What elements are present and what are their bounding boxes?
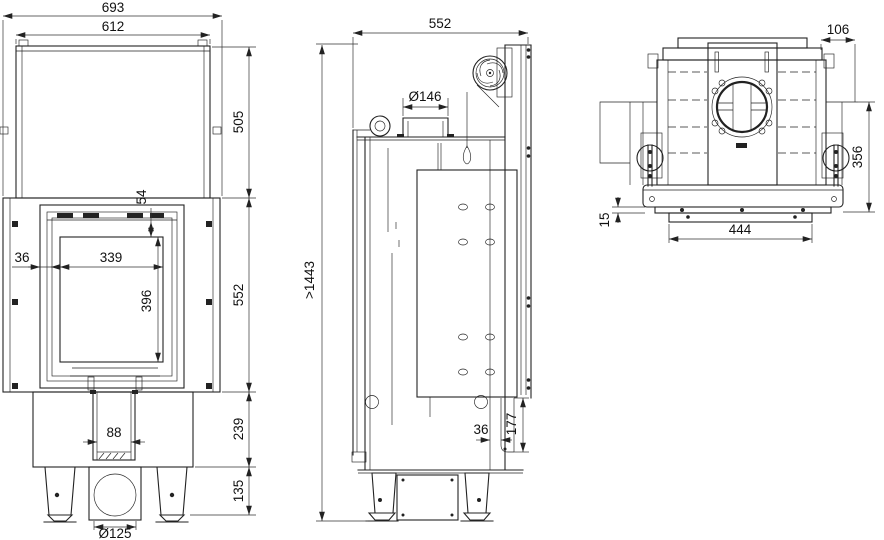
side-lug-icon xyxy=(823,53,835,69)
rear-body xyxy=(599,37,858,186)
rating-plate-icon xyxy=(736,143,747,148)
air-inlet-circle xyxy=(93,473,137,517)
side-rear-panel xyxy=(500,44,532,471)
glass-pane xyxy=(59,236,164,363)
front-fascia-frame xyxy=(2,197,221,393)
front-casing xyxy=(0,39,222,199)
front-dimensions: 693 612 505 552 239 135 54 36 xyxy=(2,0,256,540)
front-legs xyxy=(43,466,189,523)
dim-front-glass-height: 396 xyxy=(139,290,154,313)
front-door xyxy=(39,204,185,391)
side-base xyxy=(357,469,524,522)
dim-front-leg-height: 135 xyxy=(231,480,246,503)
left-pulley-icon xyxy=(636,132,664,187)
dim-front-casing-height: 505 xyxy=(231,111,246,134)
wall-lug-icon xyxy=(212,126,222,135)
dim-front-glass-width: 339 xyxy=(100,250,123,265)
dim-rear-top-offset: 106 xyxy=(827,22,850,37)
side-lug-icon xyxy=(647,53,659,69)
side-view: 552 Ø146 >1443 36 177 xyxy=(302,16,532,522)
dim-front-casing-width: 612 xyxy=(102,19,125,34)
door-rail-stop-icon xyxy=(83,213,99,218)
dim-front-overall-width: 693 xyxy=(102,0,125,15)
dim-front-air-inlet-diameter: Ø125 xyxy=(98,526,131,540)
dim-rear-shell-height: 356 xyxy=(850,146,865,169)
door-rail-stop-icon xyxy=(57,213,73,218)
air-inlet-box xyxy=(88,466,142,521)
dim-side-rear-panel-height: 177 xyxy=(504,413,519,436)
door-rail-stop-icon xyxy=(150,213,164,218)
dim-rear-base-width: 444 xyxy=(729,222,752,237)
dim-side-depth: 552 xyxy=(429,16,452,31)
front-view: 693 612 505 552 239 135 54 36 xyxy=(0,0,256,540)
dim-front-ash-slot-width: 88 xyxy=(106,425,121,440)
dim-side-flue-diameter: Ø146 xyxy=(408,89,441,104)
cable-drum-icon xyxy=(472,47,513,108)
adjustable-foot-icon xyxy=(46,514,74,522)
wall-lug-icon xyxy=(0,126,9,135)
dim-front-plinth-height: 239 xyxy=(231,418,246,441)
dim-front-door-top-inset: 54 xyxy=(134,189,149,205)
dim-side-min-height: >1443 xyxy=(302,261,317,299)
rear-base xyxy=(642,184,844,223)
side-dimensions: 552 Ø146 >1443 36 177 xyxy=(302,16,529,522)
dim-front-door-section-height: 552 xyxy=(231,284,246,307)
dim-side-rear-gap: 36 xyxy=(473,422,488,437)
right-pulley-icon xyxy=(821,132,850,187)
side-inner-plate xyxy=(416,169,518,398)
rear-flue-plate xyxy=(707,42,778,186)
door-rail-stop-icon xyxy=(127,213,143,218)
flue-opening xyxy=(715,80,769,134)
lifting-hook-icon xyxy=(18,39,29,47)
adjustable-foot-icon xyxy=(367,512,397,521)
dim-front-frame-side-inset: 36 xyxy=(14,250,29,265)
air-duct-box xyxy=(396,474,459,521)
rear-dimensions: 106 356 15 444 xyxy=(597,22,875,243)
lifting-eye-icon xyxy=(369,115,391,137)
counterweight-icon xyxy=(462,92,472,165)
side-body xyxy=(351,129,506,471)
rear-view: 106 356 15 444 xyxy=(597,22,875,243)
dim-rear-base-lip: 15 xyxy=(597,212,612,227)
flue-collar xyxy=(397,117,454,138)
adjustable-foot-icon xyxy=(462,512,492,521)
adjustable-foot-icon xyxy=(158,514,186,522)
lifting-hook-icon xyxy=(197,39,208,47)
